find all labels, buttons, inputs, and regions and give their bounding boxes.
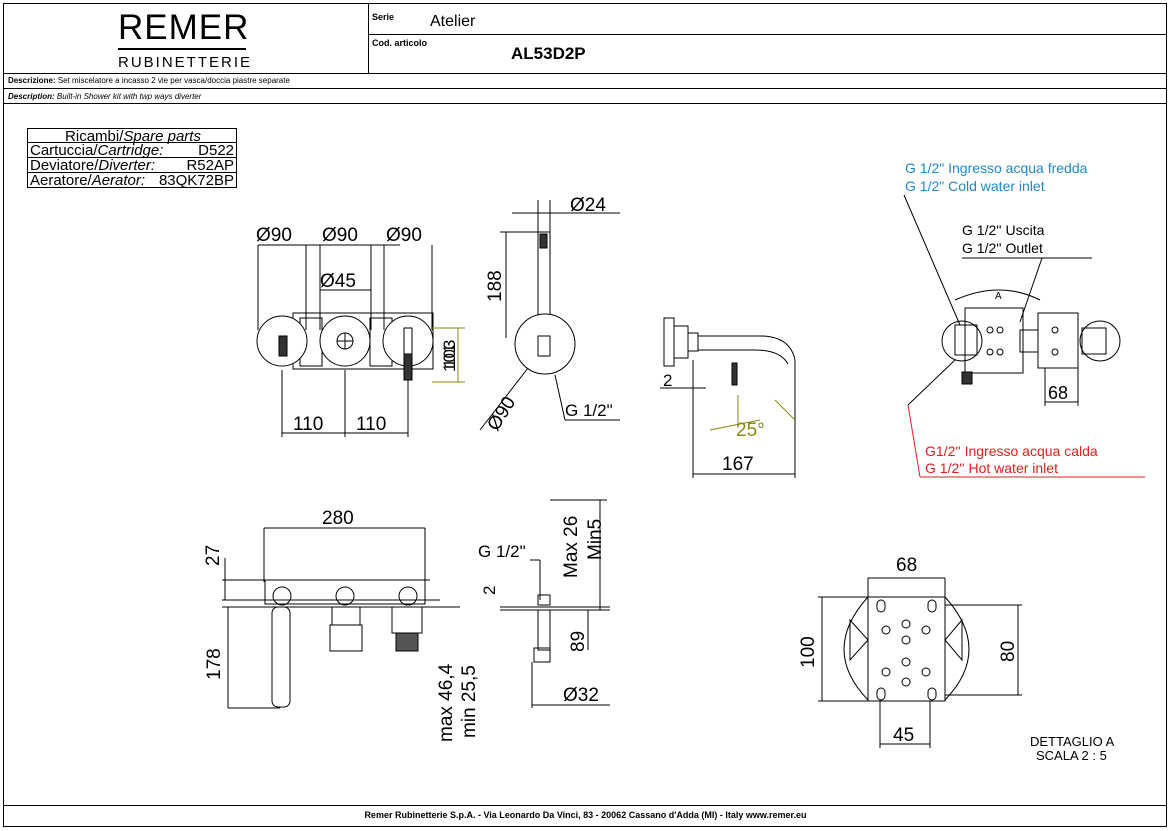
dim-45: 45 [893,725,914,746]
dim-t2-b: 2 [480,586,499,595]
footer-divider [3,805,1167,806]
brand-subtitle: RUBINETTERIE [118,54,253,71]
serie-value: Atelier [430,13,476,30]
dim-max26: Max 26 [561,516,582,578]
spare-row-it: Cartuccia/ [30,142,98,159]
handshower-view [479,200,620,431]
desc-divider-2 [3,103,1167,104]
spare-parts-title-it: Ricambi/ [65,128,124,145]
bottom-side-view [500,499,610,708]
spare-row-en: Aerator: [91,172,146,189]
dim-d90-plate: Ø90 [483,393,520,435]
logo-divider [368,3,369,73]
spare-row-it: Deviatore/ [30,157,99,174]
cold-inlet-en: G 1/2" Cold water inlet [905,178,1045,194]
spare-row-en: Cartridge: [97,142,164,159]
dim-280: 280 [322,508,354,529]
dim-angle: 25° [736,420,765,441]
spare-parts-title: Ricambi/Spare parts [27,128,237,145]
dim-d90-3: Ø90 [386,225,422,246]
dim-d90-2: Ø90 [322,225,358,246]
dim-min25: min 25,5 [459,665,480,738]
dim-100: 100 [798,636,819,668]
code-label: Cod. articolo [372,38,428,48]
hot-inlet-en: G 1/2'' Hot water inlet [925,460,1058,476]
dim-h103: 103 [440,340,459,368]
footer-address: Remer Rubinetterie S.p.A. - Via Leonardo… [364,810,807,820]
spare-row-it: Aeratore/ [30,172,92,189]
outlet-it: G 1/2'' Uscita [962,222,1045,238]
thread-label-2: G 1/2" [478,542,526,561]
dim-178: 178 [204,648,225,680]
detail-view [818,577,1022,748]
dim-h188: 188 [485,270,506,302]
serie-label: Serie [372,12,395,22]
spare-row-value: D522 [198,142,234,159]
logo-rule [118,48,246,50]
cold-inlet-it: G 1/2" Ingresso acqua fredda [905,160,1088,176]
drawing-frame [3,3,1167,827]
detail-label: DETTAGLIO A [1030,734,1115,749]
hot-inlet-it: G1/2'' Ingresso acqua calda [925,443,1098,459]
connection-view [903,194,1145,478]
description-it: Descrizione: Set miscelatore a incasso 2… [8,76,290,85]
detail-mark: A [995,291,1002,302]
dim-80: 80 [998,641,1019,662]
description-it-label: Descrizione: [8,76,56,85]
spare-parts-table: Ricambi/Spare parts Cartuccia/Cartridge:… [27,128,237,188]
desc-divider [3,88,1167,89]
spare-row-value: R52AP [186,157,234,174]
thread-label: G 1/2" [565,401,613,420]
spare-row-aerator: Aeratore/Aerator: 83QK72BP [27,173,237,188]
brand-logo: REMER [118,8,250,47]
outlet-en: G 1/2'' Outlet [962,240,1043,256]
bottom-front-view [222,527,460,709]
description-en-text: Built-in Shower kit with twp ways divert… [56,92,202,101]
dim-d90-1: Ø90 [256,225,292,246]
spare-row-cartridge: Cartuccia/Cartridge: D522 [27,143,237,158]
spare-parts-title-en: Spare parts [123,128,201,145]
description-en-label: Description: [8,92,55,101]
side-view [660,317,796,478]
dim-d45: Ø45 [320,271,356,292]
description-en: Description: Built-in Shower kit with tw… [8,92,201,101]
title-divider [3,73,1167,74]
detail-scale: SCALA 2 : 5 [1036,748,1107,763]
dim-w110-2: 110 [356,414,386,435]
description-it-text: Set miscelatore a incasso 2 vie per vasc… [57,76,290,85]
dim-d24: Ø24 [570,195,606,216]
dim-t2: 2 [663,371,672,390]
dim-68-detail: 68 [896,555,917,576]
dim-h101: 101 [440,344,459,372]
spare-row-en: Diverter: [98,157,156,174]
code-divider [368,34,1167,35]
dim-27: 27 [203,545,224,566]
dim-68-top: 68 [1048,383,1068,403]
front-view [256,244,465,437]
dim-max46: max 46,4 [436,663,457,742]
spare-row-value: 83QK72BP [158,172,234,189]
dim-167: 167 [722,454,754,475]
spare-row-diverter: Deviatore/Diverter: R52AP [27,158,237,173]
dim-89: 89 [568,631,589,652]
dim-w110-1: 110 [293,414,323,435]
dim-d32: Ø32 [563,685,599,706]
code-value: AL53D2P [511,44,586,63]
dim-min5: Min5 [585,519,606,560]
